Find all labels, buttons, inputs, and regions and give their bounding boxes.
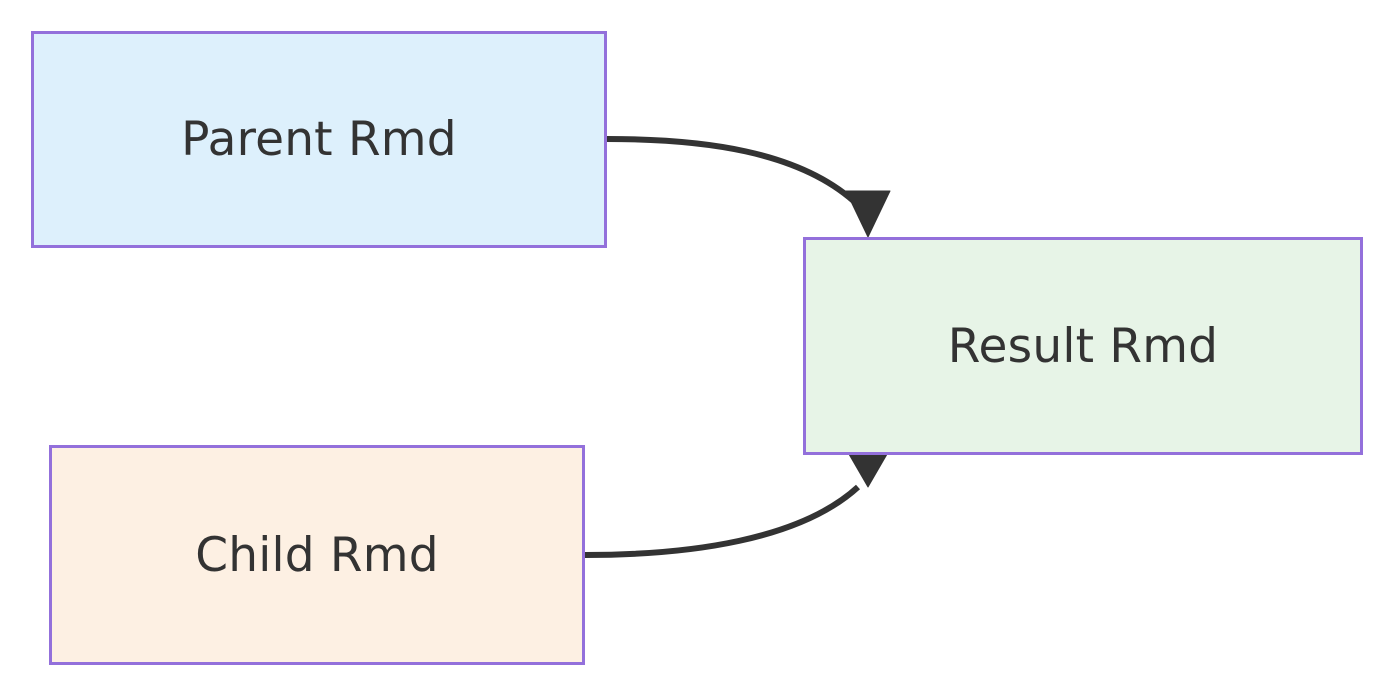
node-result-rmd[interactable]: Result Rmd: [803, 237, 1363, 455]
node-parent-rmd[interactable]: Parent Rmd: [31, 31, 607, 248]
node-parent-rmd-label: Parent Rmd: [181, 112, 457, 167]
node-result-rmd-label: Result Rmd: [947, 318, 1219, 374]
node-child-rmd[interactable]: Child Rmd: [49, 445, 585, 665]
edge-parent-result-arrowhead: [845, 190, 891, 238]
edge-parent-result-path: [606, 136, 861, 208]
node-child-rmd-label: Child Rmd: [195, 527, 439, 583]
edge-child-result-path: [584, 484, 861, 558]
